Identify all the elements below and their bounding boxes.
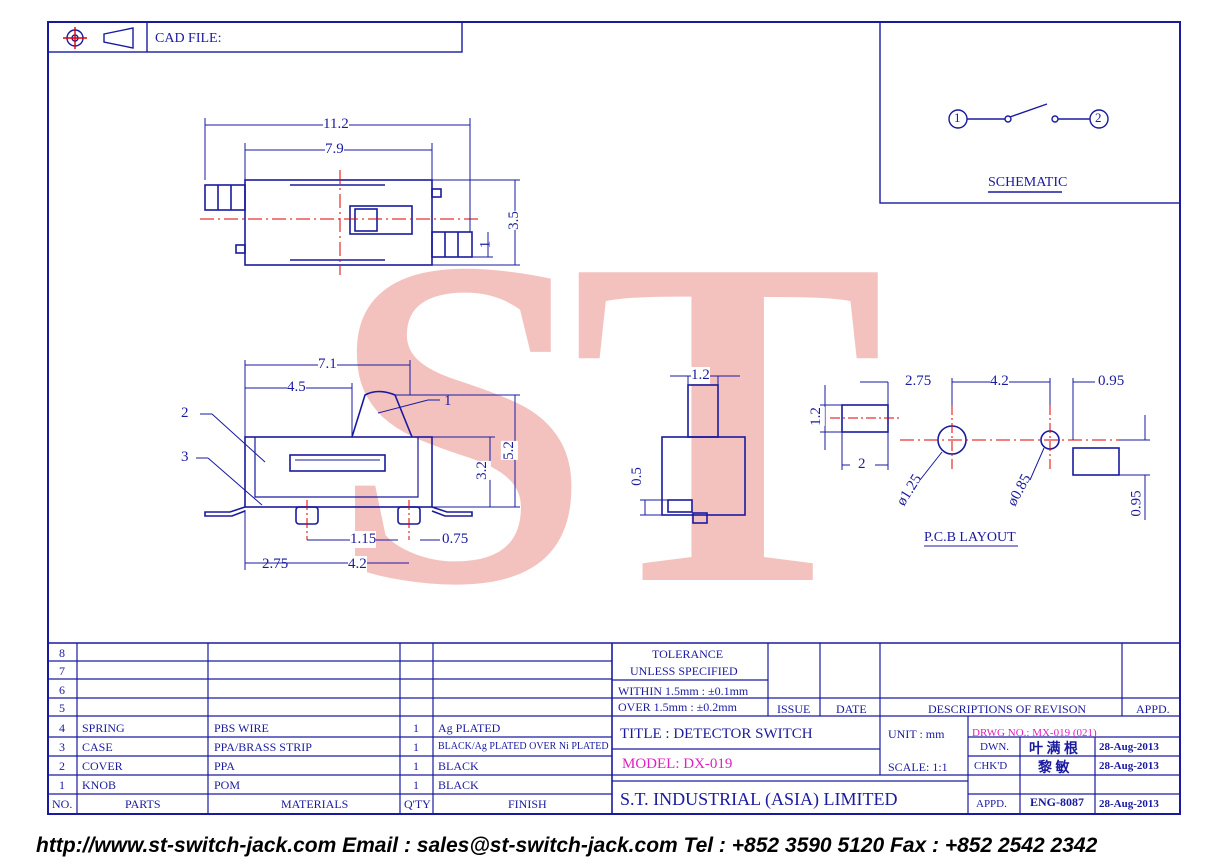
- dim-pcb-f: 0.95: [1128, 490, 1145, 517]
- tolerance-line-1: TOLERANCE: [652, 647, 724, 661]
- bom-row-part: CASE: [82, 740, 113, 754]
- bom-row-qty: 1: [413, 740, 419, 754]
- dim-side-pitch1: 1.15: [350, 531, 377, 548]
- watermark-text: ST: [330, 161, 880, 682]
- bom-row-finish: Ag PLATED: [438, 721, 501, 735]
- dim-side-base2: 4.2: [348, 556, 367, 573]
- pcb-layout: [820, 378, 1150, 547]
- bom-row-no: 1: [59, 778, 65, 792]
- bom-row-part: COVER: [82, 759, 123, 773]
- dim-top-height: 3.5: [505, 211, 523, 230]
- dwn-date: 28-Aug-2013: [1099, 741, 1159, 753]
- dim-top-total: 11.2: [323, 116, 349, 133]
- bom-row-qty: 1: [413, 759, 419, 773]
- callout-2: 2: [181, 405, 189, 421]
- bom-row-no: 5: [59, 701, 65, 715]
- bom-row-no: 2: [59, 759, 65, 773]
- dim-side-knob: 4.5: [287, 379, 306, 396]
- dim-side-pitch2: 0.75: [442, 531, 469, 547]
- header-box: [47, 21, 463, 53]
- revision-date: DATE: [836, 702, 867, 716]
- top-view: [200, 118, 520, 275]
- dim-pcb-d: 1.2: [807, 407, 825, 426]
- appd-label: APPD.: [976, 798, 1007, 810]
- watermark: ST: [330, 161, 900, 682]
- drawing-border: [47, 21, 1181, 815]
- dwn-label: DWN.: [980, 741, 1010, 753]
- revision-desc: DESCRIPTIONS OF REVISON: [928, 702, 1087, 716]
- dim-top-body: 7.9: [325, 141, 344, 158]
- dim-end-height: 0.5: [628, 467, 645, 486]
- bom-header-parts: PARTS: [125, 797, 161, 811]
- contact-footer: http://www.st-switch-jack.com Email : sa…: [36, 834, 1098, 857]
- dim-pcb-e: 2: [858, 456, 866, 472]
- bom-row-qty: 1: [413, 721, 419, 735]
- bom-header-no: NO.: [52, 797, 73, 811]
- bom-header-finish: FINISH: [508, 797, 547, 811]
- dim-side-h1: 3.2: [473, 461, 491, 480]
- dim-side-h2: 5.2: [500, 441, 518, 460]
- bom-row-part: SPRING: [82, 721, 125, 735]
- bom-row-finish: BLACK/Ag PLATED OVER Ni PLATED: [438, 741, 609, 752]
- end-view: [640, 375, 746, 524]
- dim-end-width: 1.2: [691, 367, 710, 384]
- bom-row-part: KNOB: [82, 778, 117, 792]
- tolerance-line-4: OVER 1.5mm : ±0.2mm: [618, 700, 737, 714]
- bom-header-materials: MATERIALS: [281, 797, 349, 811]
- schematic-pin-2: 2: [1095, 110, 1102, 125]
- bom-row-no: 4: [59, 721, 65, 735]
- title: TITLE : DETECTOR SWITCH: [620, 726, 813, 742]
- dim-side-base1: 2.75: [262, 556, 289, 572]
- dim-pcb-c: 0.95: [1098, 373, 1125, 389]
- tolerance-line-2: UNLESS SPECIFIED: [630, 664, 738, 678]
- revision-appd: APPD.: [1136, 702, 1170, 716]
- appd-date: 28-Aug-2013: [1099, 798, 1159, 810]
- pcb-layout-label: P.C.B LAYOUT: [924, 530, 1016, 545]
- table-grid: [48, 642, 1180, 814]
- dwn-name: 叶 满 根: [1029, 742, 1078, 757]
- chkd-name: 黎 敏: [1038, 761, 1070, 776]
- bom-row-material: PPA/BRASS STRIP: [214, 740, 312, 754]
- dim-side-total: 7.1: [318, 356, 337, 373]
- bom-header-qty: Q'TY: [404, 797, 431, 811]
- schematic-box: [879, 21, 1181, 204]
- bom-row-material: PBS WIRE: [214, 721, 269, 735]
- bom-row-material: PPA: [214, 759, 235, 773]
- dim-top-small: 1: [477, 240, 494, 249]
- bom-row-qty: 1: [413, 778, 419, 792]
- bom-row-finish: BLACK: [438, 778, 479, 792]
- schematic-label: SCHEMATIC: [988, 175, 1068, 190]
- bom-row-no: 7: [59, 664, 65, 678]
- bom-row-no: 3: [59, 740, 65, 754]
- dim-pcb-b: 4.2: [990, 373, 1009, 390]
- dim-pcb-a: 2.75: [905, 373, 932, 389]
- unit-label: UNIT : mm: [888, 727, 945, 741]
- scale: SCALE: 1:1: [888, 760, 948, 774]
- drawing-number: DRWG NO.: MX-019 (021): [972, 727, 1097, 739]
- company-name: S.T. INDUSTRIAL (ASIA) LIMITED: [620, 789, 898, 809]
- revision-issue: ISSUE: [777, 702, 811, 716]
- callout-3: 3: [181, 449, 189, 465]
- chkd-label: CHK'D: [974, 760, 1008, 772]
- bom-row-no: 6: [59, 683, 65, 697]
- tolerance-line-3: WITHIN 1.5mm : ±0.1mm: [618, 684, 749, 698]
- callout-1: 1: [444, 393, 452, 409]
- bom-row-finish: BLACK: [438, 759, 479, 773]
- chkd-date: 28-Aug-2013: [1099, 760, 1159, 772]
- cad-file-label: CAD FILE:: [155, 31, 222, 46]
- model: MODEL: DX-019: [622, 756, 733, 772]
- appd-name: ENG-8087: [1030, 795, 1084, 809]
- schematic-pin-1: 1: [954, 110, 961, 125]
- bom-row-material: POM: [214, 778, 241, 792]
- bom-row-no: 8: [59, 646, 65, 660]
